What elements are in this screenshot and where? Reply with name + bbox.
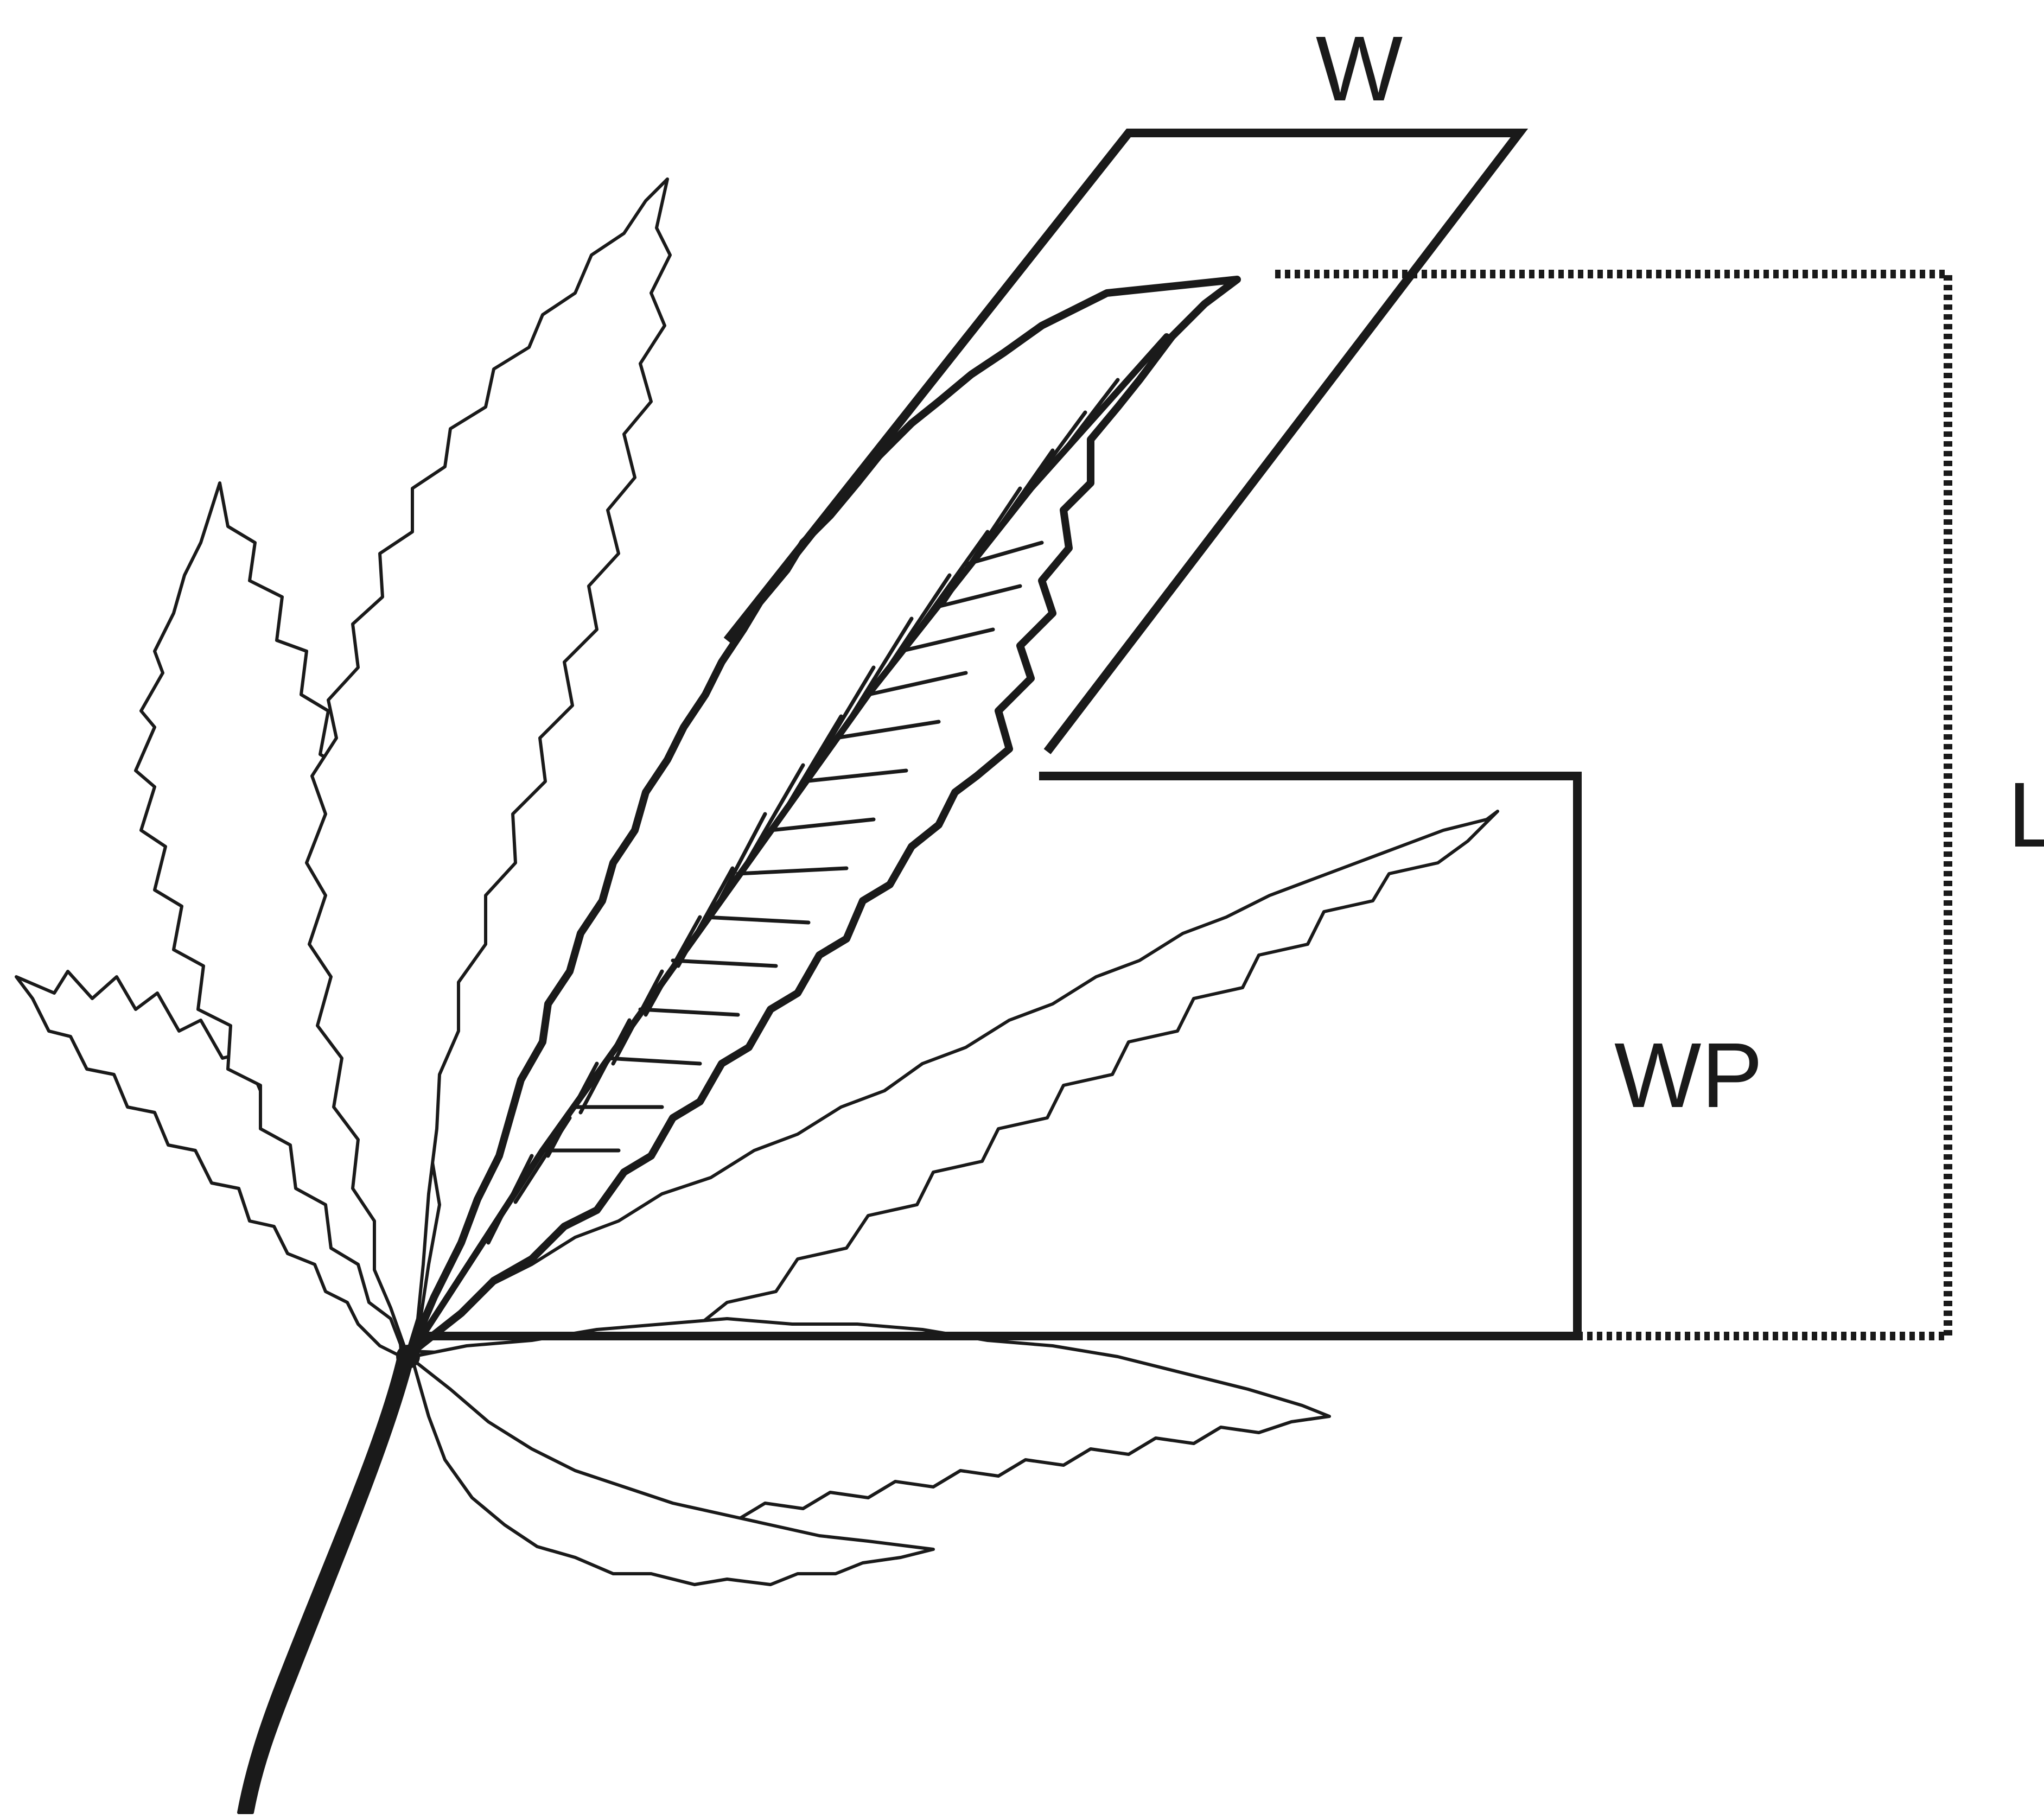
leaf-petiole — [239, 1357, 412, 1812]
label-width-position: WP — [1614, 1024, 1763, 1127]
label-width: W — [1316, 17, 1403, 120]
cannabis-leaf-drawing — [16, 179, 1498, 1812]
label-length: L — [2008, 764, 2044, 867]
length-bracket — [1275, 274, 1948, 1336]
leaf-base-node — [396, 1345, 420, 1369]
